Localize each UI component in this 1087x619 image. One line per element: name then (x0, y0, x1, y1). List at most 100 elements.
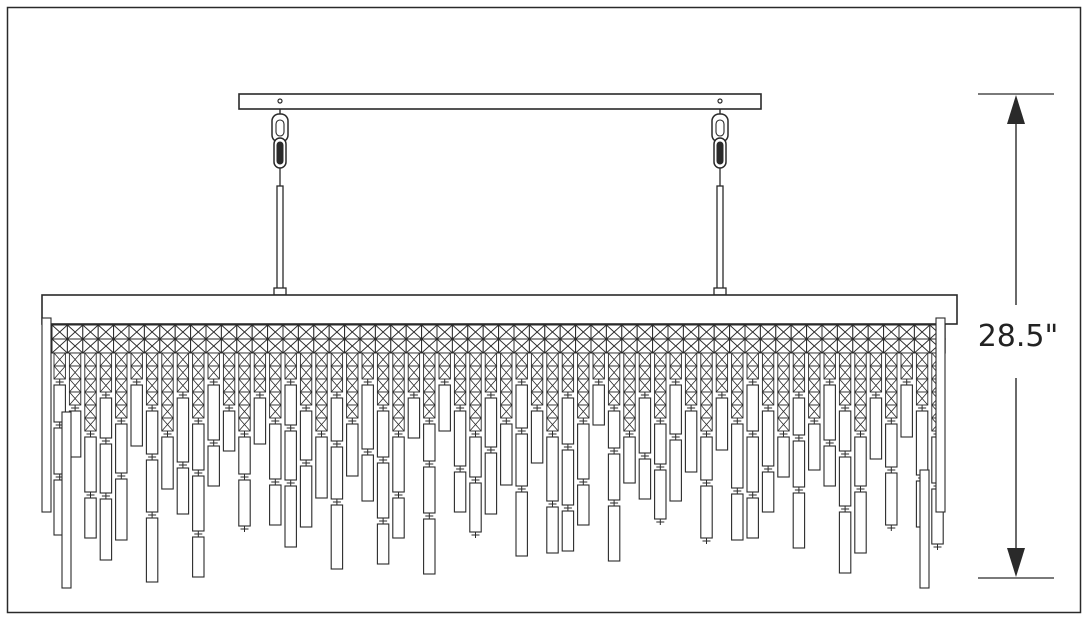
crystal-prism (854, 436, 867, 487)
lattice-cross (667, 338, 684, 354)
crystal-link-cross (531, 352, 544, 367)
lattice-cross (113, 324, 130, 340)
crystal-link-cross (592, 365, 605, 380)
chain-link-inner-right (715, 119, 725, 137)
crystal-prism (484, 397, 498, 448)
crystal-prism (361, 454, 374, 502)
chain-link-inner-left (276, 141, 284, 165)
lattice-cross (313, 324, 330, 340)
crystal-link-cross (346, 352, 359, 367)
crystal-link-cross (885, 365, 898, 380)
crystal-link-cross (300, 391, 313, 406)
crystal-link-cross (223, 352, 236, 367)
crystal-link-cross (916, 391, 929, 406)
crystal-prism (376, 523, 390, 565)
crystal-link-cross (854, 404, 867, 419)
crystal-link-cross (500, 391, 513, 406)
lattice-cross (529, 338, 546, 354)
crystal-link-cross (531, 378, 544, 393)
lattice-cross (359, 324, 376, 340)
lattice-cross (436, 324, 453, 340)
lattice-cross (313, 338, 330, 354)
dimension-arrow-down-icon (1007, 548, 1025, 577)
crystal-link-cross (839, 365, 852, 380)
crystal-link-cross (346, 391, 359, 406)
crystal-link-cross (84, 378, 97, 393)
crystal-link-cross (315, 352, 328, 367)
crystal-link-cross (315, 417, 328, 432)
crystal-link-cross (469, 391, 482, 406)
crystal-link-cross (869, 378, 882, 393)
lattice-cross (282, 338, 299, 354)
crystal-prism (823, 384, 836, 441)
lattice-cross (67, 324, 84, 340)
lattice-cross (405, 338, 422, 354)
crystal-prism (222, 410, 236, 452)
lattice-cross (251, 338, 268, 354)
crystal-link-cross (762, 378, 775, 393)
lattice-cross (821, 324, 838, 340)
lattice-cross (867, 338, 884, 354)
crystal-link-cross (377, 352, 390, 367)
crystal-link-cross (176, 365, 189, 380)
crystal-link-cross (84, 391, 97, 406)
lattice-cross (667, 324, 684, 340)
crystal-prism (885, 423, 898, 468)
lattice-cross (837, 338, 854, 354)
crystal-link-cross (500, 365, 513, 380)
lattice-cross (436, 338, 453, 354)
lattice-cross (421, 324, 438, 340)
crystal-link-cross (53, 352, 66, 367)
crystal-link-cross (777, 417, 790, 432)
lattice-cross (513, 338, 530, 354)
lattice-cross (452, 324, 469, 340)
crystal-link-cross (715, 365, 728, 380)
frame-border (6, 6, 1082, 614)
lattice-cross (837, 324, 854, 340)
crystal-link-cross (700, 391, 713, 406)
crystal-link-cross (577, 365, 590, 380)
crystal-link-cross (777, 352, 790, 367)
chain-link-inner-left (275, 119, 285, 137)
crystal-link-cross (500, 404, 513, 419)
crystal-link-cross (207, 365, 220, 380)
crystal-prism (654, 469, 667, 520)
crystal-link-cross (869, 365, 882, 380)
crystal-link-cross (654, 378, 667, 393)
crystal-link-cross (392, 404, 405, 419)
crystal-link-cross (561, 352, 574, 367)
crystal-prism (238, 479, 251, 527)
crystal-link-cross (623, 378, 636, 393)
crystal-link-cross (608, 391, 621, 406)
lattice-cross (344, 338, 361, 354)
crystal-link-cross (731, 391, 744, 406)
crystal-link-cross (484, 378, 497, 393)
crystal-prism (238, 436, 251, 475)
crystal-prism (284, 384, 297, 426)
crystal-link-cross (839, 391, 852, 406)
crystal-prism (376, 462, 390, 519)
crystal-link-cross (330, 378, 343, 393)
crystal-link-cross (515, 352, 528, 367)
crystal-prism (176, 467, 190, 515)
crystal-prism (484, 452, 498, 515)
crystal-link-cross (484, 352, 497, 367)
crystal-prism (284, 430, 297, 481)
crystal-link-cross (438, 352, 451, 367)
lattice-cross (729, 324, 746, 340)
crystal-link-cross (238, 391, 251, 406)
crystal-link-cross (515, 365, 528, 380)
crystal-prism (777, 436, 790, 478)
dimension-label: 28.5" (978, 319, 1059, 354)
crystal-link-cross (638, 352, 651, 367)
lattice-cross (236, 338, 253, 354)
dimension-arrow-up-icon (1007, 95, 1025, 124)
lattice-cross (128, 324, 145, 340)
crystal-link-cross (99, 378, 112, 393)
crystal-link-cross (746, 365, 759, 380)
crystal-link-cross (669, 352, 682, 367)
lattice-cross (575, 338, 592, 354)
lattice-cross (159, 324, 176, 340)
crystal-link-cross (300, 365, 313, 380)
